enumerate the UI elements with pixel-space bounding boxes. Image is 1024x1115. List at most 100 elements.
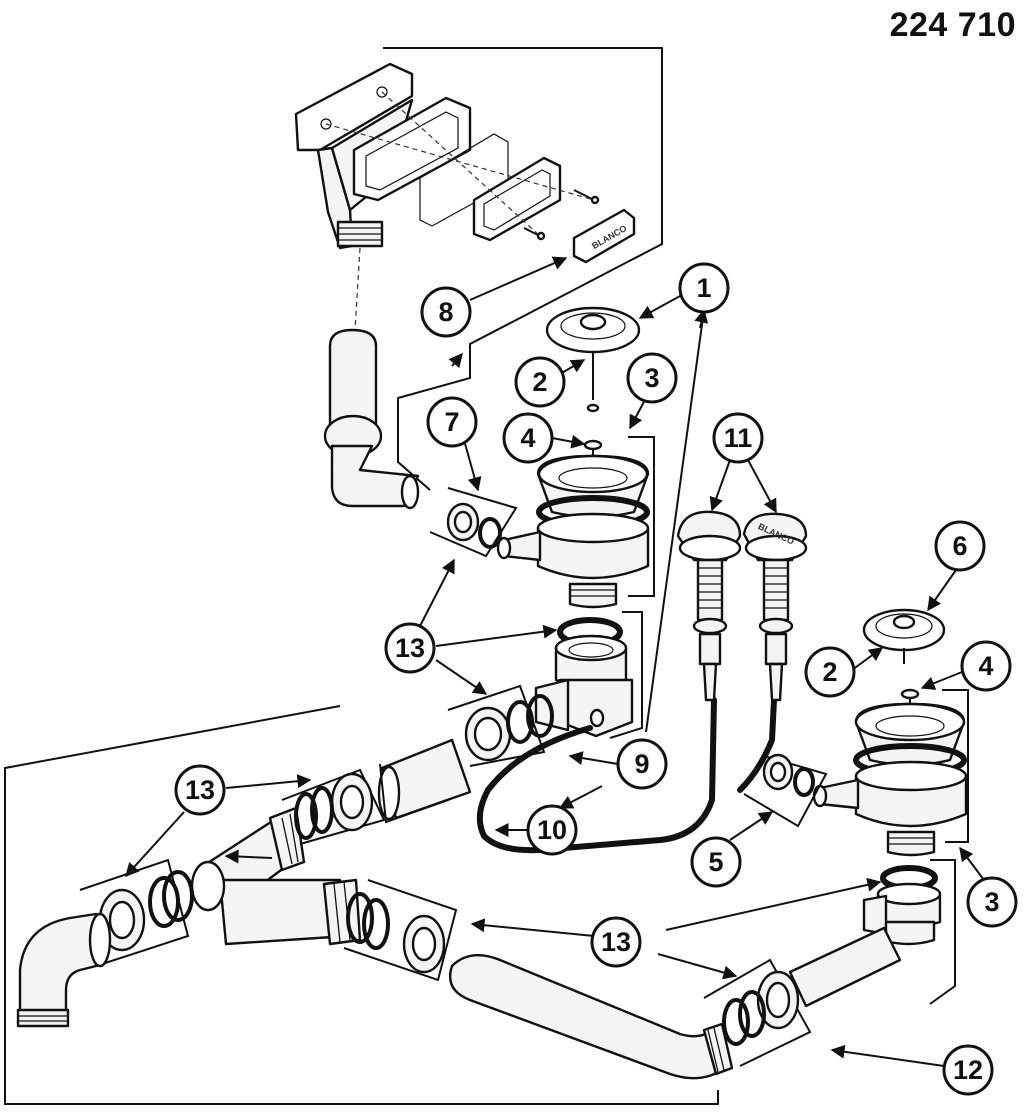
- callout-circle-c6: [934, 520, 986, 572]
- leader-13c-2: [665, 877, 882, 931]
- leader-13c-3: [657, 953, 738, 980]
- popup-knob-right: BLANCO: [742, 512, 808, 702]
- leader-4a: [551, 434, 586, 449]
- callout-label-c10: 10: [537, 815, 567, 845]
- leader-13a-3: [419, 558, 455, 627]
- leader-7a: [463, 439, 482, 492]
- callout-circle-c13c: [590, 916, 642, 968]
- callout-circle-c9: [616, 738, 668, 790]
- callout-label-c3b: 3: [984, 887, 999, 917]
- leader-1-top: [638, 295, 681, 319]
- callout-circle-c13a: [384, 622, 436, 674]
- union-nut-tee: [464, 694, 554, 762]
- callout-label-c3a: 3: [644, 363, 659, 393]
- popup-cable-9: [476, 697, 717, 854]
- leader-11-b: [747, 459, 777, 514]
- strainer-basket-left: [545, 306, 641, 413]
- branch-pipe: [190, 806, 362, 946]
- union-nut-right: [722, 970, 800, 1046]
- callout-label-c1: 1: [696, 273, 711, 303]
- leader-13b-2: [125, 811, 185, 878]
- leader-5: [729, 811, 774, 841]
- leader-2a: [559, 359, 586, 375]
- group-bracket-sleeve: [379, 763, 449, 824]
- callout-circle-c2a: [514, 356, 566, 408]
- right-drain-pipe: [788, 926, 902, 1008]
- leader-4b: [920, 671, 963, 690]
- overflow-pipe: [323, 328, 420, 510]
- union-nut-pipe: [346, 892, 446, 974]
- leader-1-down: [645, 309, 705, 733]
- leader-8: [469, 256, 568, 301]
- callout-label-c4b: 4: [978, 651, 993, 681]
- overflow-cover-frame-inner: [483, 169, 551, 231]
- part-number: 224 710: [889, 6, 1016, 44]
- drain-body-right: [812, 688, 968, 857]
- callout-label-c5: 5: [708, 847, 723, 877]
- popup-cable-10: [737, 697, 777, 793]
- leader-11-a: [709, 459, 731, 512]
- leader-13b-1: [225, 774, 312, 789]
- callout-label-c9: 9: [634, 749, 649, 779]
- leader-10-b: [558, 785, 603, 809]
- leader-2b: [851, 647, 884, 671]
- group-bracket-pipe-nut: [343, 879, 458, 982]
- callout-label-c13a: 13: [395, 633, 425, 663]
- callout-circle-c11: [712, 412, 764, 464]
- leader-12: [830, 1044, 945, 1067]
- callout-label-c13b: 13: [185, 775, 215, 805]
- callout-circle-c10: [526, 804, 578, 856]
- popup-knob-left: [676, 510, 742, 702]
- elbow-outlet: [16, 912, 112, 1028]
- group-bracket-drain-right: [942, 689, 969, 843]
- overflow-gasket-inner: [365, 111, 459, 191]
- callout-label-c8: 8: [438, 297, 453, 327]
- overflow-screw-1-head: [590, 195, 600, 205]
- overflow-axis-vertical: [354, 247, 361, 331]
- callout-circle-c13b: [174, 764, 226, 816]
- callout-label-c13c: 13: [601, 927, 631, 957]
- leader-13a-1: [435, 624, 558, 647]
- overflow-screw-1: [573, 189, 595, 201]
- callout-label-c4a: 4: [520, 423, 535, 453]
- group-bracket-trap-right: [929, 859, 956, 1005]
- overflow-cover-cap: [572, 208, 636, 264]
- right-tee-connector: [862, 882, 942, 946]
- callout-label-c11: 11: [724, 423, 753, 453]
- overflow-nut-right: [762, 753, 815, 797]
- leader-9: [568, 751, 619, 765]
- leader-13c-1: [470, 918, 595, 937]
- group-bracket-tee: [609, 611, 643, 739]
- leader-6: [927, 569, 957, 612]
- leader-13a-2: [435, 659, 488, 695]
- callout-circle-c4a: [502, 412, 554, 464]
- group-bracket-overflow: [383, 47, 663, 491]
- callout-label-c6: 6: [952, 531, 967, 561]
- overflow-axis-1: [325, 123, 595, 201]
- overflow-screw-2-head: [536, 231, 546, 241]
- leader-3a: [629, 397, 647, 430]
- callout-circle-c7: [426, 396, 478, 448]
- overflow-cover-frame: [472, 156, 562, 242]
- callout-circle-c5: [690, 836, 742, 888]
- callout-circle-c3a: [626, 352, 678, 404]
- leader-7b: [448, 352, 463, 369]
- callout-label-c7: 7: [444, 407, 459, 437]
- group-bracket-left-pipe: [4, 705, 719, 1105]
- callout-label-c12: 12: [953, 1055, 983, 1085]
- main-drain-pipe: [448, 954, 734, 1080]
- group-bracket-overflow-nut-right: [743, 755, 828, 828]
- callout-circle-c8: [420, 286, 472, 338]
- leader-branch: [224, 849, 273, 864]
- overflow-nut-left: [446, 502, 502, 549]
- callout-label-c2b: 2: [822, 657, 837, 687]
- union-nut-branch: [294, 772, 374, 840]
- callout-circle-c1: [678, 262, 730, 314]
- group-bracket-drain-left: [628, 436, 655, 597]
- leader-3b: [959, 846, 985, 881]
- drain-body-left: [496, 439, 650, 609]
- callout-label-c2a: 2: [532, 367, 547, 397]
- callout-circle-c12: [942, 1044, 994, 1096]
